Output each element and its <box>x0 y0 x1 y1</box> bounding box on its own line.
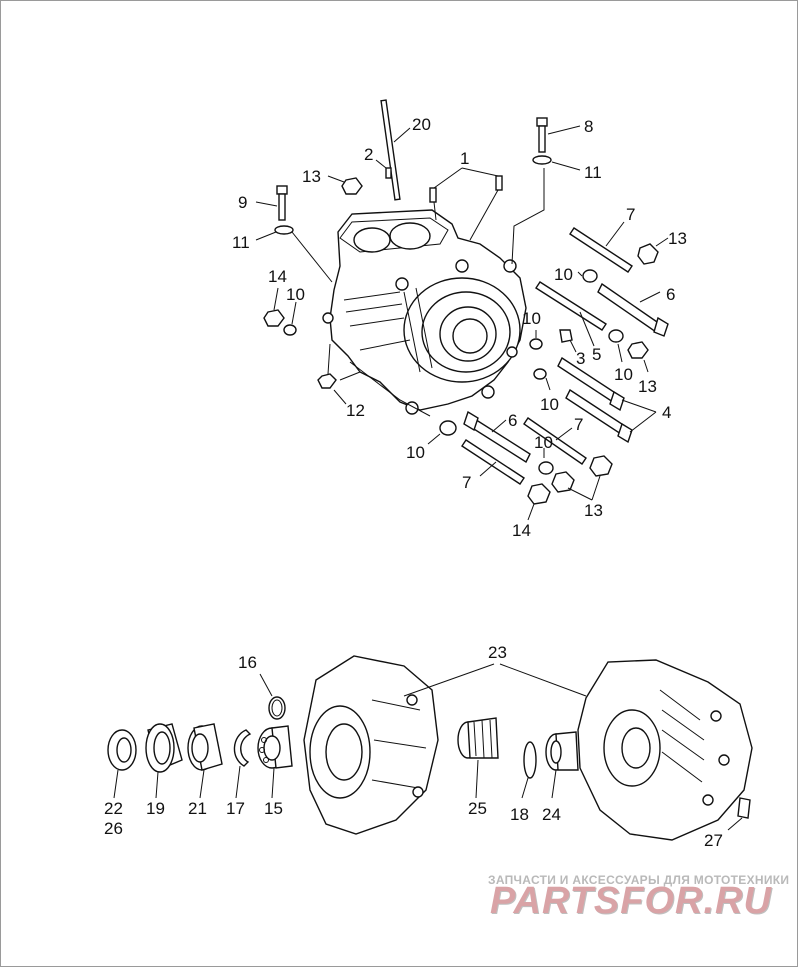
part-7-stud-lower <box>461 439 525 485</box>
part-23-case-left <box>303 655 495 835</box>
part-13-nuts-right <box>551 237 669 501</box>
callout-7-lower: 7 <box>462 473 471 492</box>
callout-14-lower: 14 <box>512 521 531 540</box>
callout-12: 12 <box>346 401 365 420</box>
part-13-nut-top <box>327 175 363 195</box>
part-12-nut <box>317 343 347 405</box>
callout-10-left: 10 <box>286 285 305 304</box>
part-18-snap-ring <box>521 741 537 799</box>
callout-19: 19 <box>146 799 165 818</box>
callout-26: 26 <box>104 819 123 838</box>
callout-9: 9 <box>238 193 247 212</box>
callout-10-right: 10 <box>614 365 633 384</box>
part-3-plug <box>559 329 577 353</box>
callout-14-left: 14 <box>268 267 287 286</box>
part-7-stud-middle <box>523 417 587 465</box>
watermark-tagline: ЗАПЧАСТИ И АКСЕССУАРЫ ДЛЯ МОТОТЕХНИКИ <box>488 873 790 887</box>
callout-25: 25 <box>468 799 487 818</box>
part-14-nut-lower <box>527 483 551 521</box>
callout-20: 20 <box>412 115 431 134</box>
transmission-case-housing <box>322 209 527 417</box>
callout-15: 15 <box>264 799 283 818</box>
callout-16: 16 <box>238 653 257 672</box>
part-24-seal <box>545 731 579 799</box>
callout-2: 2 <box>364 145 373 164</box>
part-9-bolt-left <box>255 185 288 221</box>
watermark-logo: PARTSFOR.RU <box>490 880 772 922</box>
part-14-nut-left <box>263 287 285 327</box>
callout-6-upper: 6 <box>666 285 675 304</box>
callout-7-middle: 7 <box>574 415 583 434</box>
callout-10-upper-right: 10 <box>554 265 573 284</box>
part-7-stud-upper <box>569 221 633 273</box>
part-19-ring <box>145 723 183 799</box>
callout-7-upper: 7 <box>626 205 635 224</box>
callout-3: 3 <box>576 349 585 368</box>
callout-13-right: 13 <box>638 377 657 396</box>
part-20-stud <box>380 99 411 201</box>
callout-21: 21 <box>188 799 207 818</box>
part-16-o-ring <box>259 673 286 720</box>
callout-24: 24 <box>542 805 561 824</box>
part-1-dowels <box>429 167 503 241</box>
part-23-case-right <box>499 659 753 841</box>
callout-11-left: 11 <box>232 233 250 252</box>
callout-13-upper-right: 13 <box>668 229 687 248</box>
callout-23: 23 <box>488 643 507 662</box>
callout-27: 27 <box>704 831 723 850</box>
callout-5: 5 <box>592 345 601 364</box>
callout-8: 8 <box>584 117 593 136</box>
callout-4: 4 <box>662 403 671 422</box>
part-21-sleeve <box>187 723 223 799</box>
callout-22: 22 <box>104 799 123 818</box>
part-11-washer-right <box>511 155 581 265</box>
callout-17: 17 <box>226 799 245 818</box>
callout-6-lower: 6 <box>508 411 517 430</box>
callout-18: 18 <box>510 805 529 824</box>
part-22-26-spacer <box>107 729 137 799</box>
callout-labels: 1 2 3 4 5 6 6 7 7 7 8 9 10 10 10 10 10 1… <box>104 115 723 850</box>
part-25-needle-bearing <box>457 717 499 799</box>
callout-10-lower-left: 10 <box>406 443 425 462</box>
callout-13-lower: 13 <box>584 501 603 520</box>
part-5-bolt <box>535 281 607 347</box>
part-6-bolt-lower <box>463 410 531 464</box>
callout-1: 1 <box>460 149 469 168</box>
callout-11-right: 11 <box>584 163 602 182</box>
part-4-bolts <box>557 356 657 444</box>
part-6-bolt-upper <box>597 282 669 337</box>
part-10-washers-right <box>427 269 624 475</box>
part-11-washer-left <box>255 225 333 283</box>
callout-10-lower: 10 <box>534 433 553 452</box>
callout-13-top-left: 13 <box>302 167 321 186</box>
part-15-bearing <box>257 725 293 799</box>
part-8-bolt-right <box>536 117 581 153</box>
part-17-retaining-ring <box>233 729 252 799</box>
callout-10-middle: 10 <box>540 395 559 414</box>
part-27-bleeder <box>727 797 751 831</box>
callout-10-center: 10 <box>522 309 541 328</box>
part-10-washer-left <box>283 301 297 336</box>
part-2-dowel <box>375 159 392 179</box>
